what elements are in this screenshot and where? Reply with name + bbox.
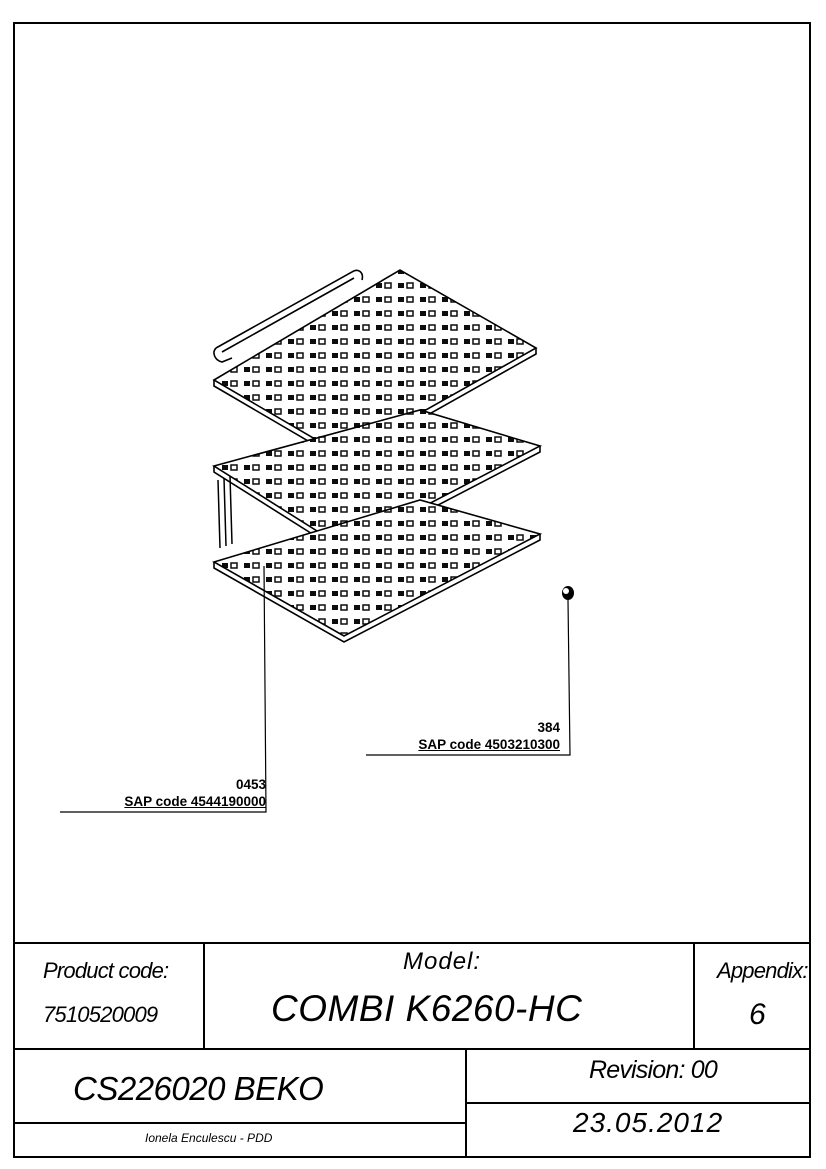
appendix-value: 6 [749,998,766,1031]
revision-date: 23.05.2012 [573,1107,724,1138]
shelf-middle [212,409,543,555]
callout-rack-sap: SAP code 4544190000 [124,794,266,809]
product-code-label: Product code: [43,958,169,983]
product-code-value: 7510520009 [43,1002,158,1027]
callout-stopper-number: 384 [537,720,560,735]
author: Ionela Enculescu - PDD [145,1131,273,1145]
leader-lines [60,565,571,813]
callout-stopper-sap: SAP code 4503210300 [418,737,560,752]
drawing-frame [13,22,811,1158]
rack-side-rail [217,475,233,549]
appendix-label: Appendix: [717,958,808,983]
model-name: COMBI K6260-HC [271,988,583,1029]
shelf-bottom [211,499,543,643]
stopper-part [562,586,574,600]
revision: Revision: 00 [589,1056,718,1084]
callout-rack-number: 0453 [235,777,266,792]
title-block: Product code: 7510520009 Model: COMBI K6… [13,942,811,1158]
document-code: CS226020 BEKO [73,1070,324,1107]
callout-rack: 0453 SAP code 4544190000 [60,776,266,810]
callout-stopper: 384 SAP code 4503210300 [360,719,560,753]
rack-top-rail [213,269,364,363]
model-label: Model: [403,948,482,975]
